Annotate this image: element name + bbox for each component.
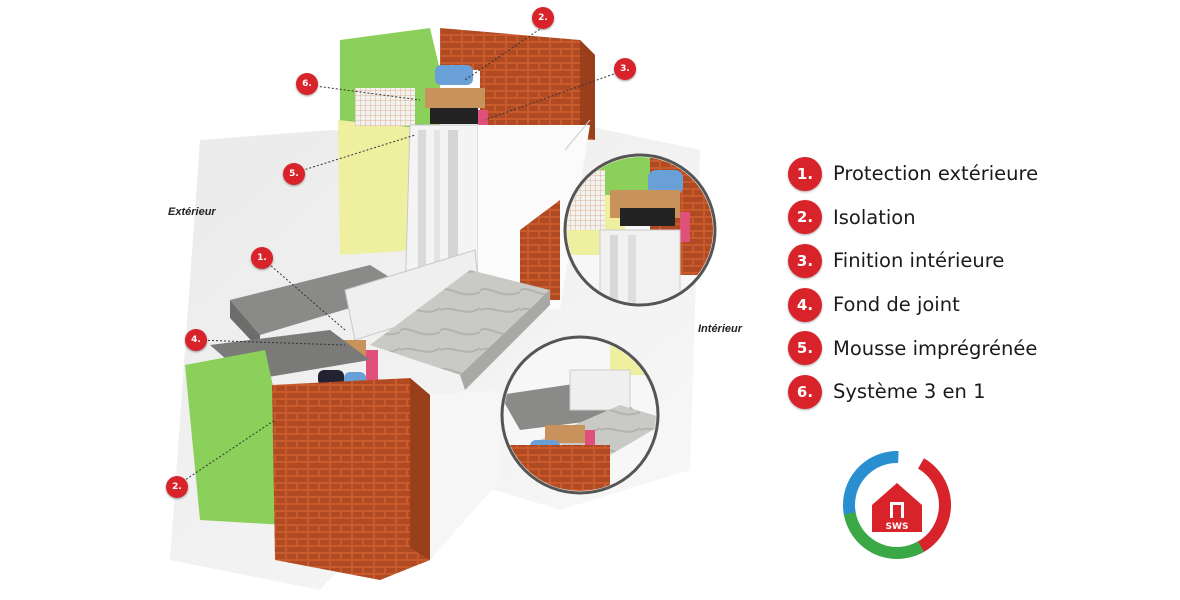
legend-badge: 1. bbox=[788, 156, 822, 191]
legend-item: 3. Finition intérieure bbox=[788, 239, 1168, 283]
legend-item: 6. Système 3 en 1 bbox=[788, 370, 1168, 414]
legend-item: 1. Protection extérieure bbox=[788, 152, 1168, 196]
callout-2-bottom: 2. bbox=[166, 476, 188, 498]
legend-item: 5. Mousse imprégrénée bbox=[788, 326, 1168, 370]
mesh-system bbox=[355, 88, 415, 126]
lower-exterior-render bbox=[185, 350, 285, 525]
interior-sill-marble bbox=[370, 270, 550, 375]
sws-logo: SWS bbox=[843, 451, 951, 559]
callout-4: 4. bbox=[185, 329, 207, 351]
legend-item: 4. Fond de joint bbox=[788, 283, 1168, 327]
legend-badge: 6. bbox=[788, 374, 822, 409]
callout-6: 6. bbox=[296, 73, 318, 95]
lower-brick-block bbox=[272, 378, 430, 580]
legend: 1. Protection extérieure 2. Isolation 3.… bbox=[788, 152, 1168, 414]
legend-label: Finition intérieure bbox=[833, 249, 1005, 273]
exterior-label: Extérieur bbox=[168, 206, 216, 218]
legend-badge: 4. bbox=[788, 287, 822, 322]
upper-brick-block bbox=[440, 28, 595, 140]
callout-1: 1. bbox=[251, 247, 273, 269]
callout-5: 5. bbox=[283, 163, 305, 185]
callout-3: 3. bbox=[614, 58, 636, 80]
legend-item: 2. Isolation bbox=[788, 196, 1168, 240]
concrete-sill bbox=[230, 265, 410, 335]
svg-text:SWS: SWS bbox=[886, 522, 909, 532]
callout-2-top: 2. bbox=[532, 7, 554, 29]
legend-label: Système 3 en 1 bbox=[833, 380, 986, 404]
interior-label: Intérieur bbox=[698, 323, 743, 335]
legend-badge: 2. bbox=[788, 200, 822, 235]
legend-badge: 5. bbox=[788, 331, 822, 366]
legend-label: Protection extérieure bbox=[833, 162, 1039, 186]
legend-badge: 3. bbox=[788, 243, 822, 278]
legend-label: Mousse imprégrénée bbox=[833, 336, 1038, 360]
legend-label: Isolation bbox=[833, 205, 916, 229]
legend-label: Fond de joint bbox=[833, 293, 960, 317]
upper-yellow-plaster bbox=[338, 120, 420, 255]
